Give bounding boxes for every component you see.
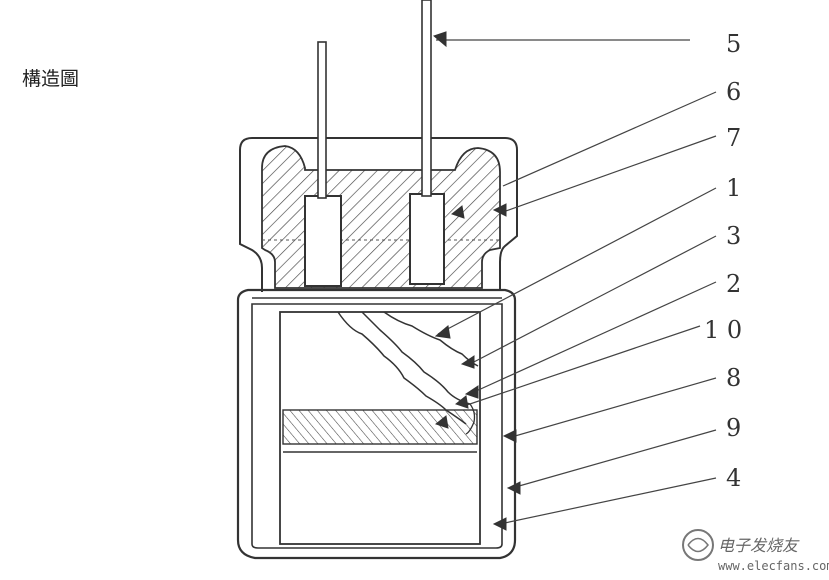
watermark-url: www.elecfans.com: [718, 559, 829, 573]
diagram-title: 構造圖: [22, 68, 80, 90]
watermark-logo-icon: [682, 529, 714, 561]
callout-4: 4: [726, 464, 741, 492]
leader-lines: [436, 39, 717, 525]
callout-2: 2: [726, 270, 741, 298]
foil-layer-3: [383, 311, 479, 367]
callout-6: 6: [726, 78, 741, 106]
capacitor-element: [279, 311, 481, 545]
callout-5: 5: [726, 30, 741, 58]
terminal-tab-right: [409, 193, 445, 285]
callout-1: 1: [726, 174, 741, 202]
callout-3: 3: [726, 222, 741, 250]
callout-7: 7: [726, 124, 741, 152]
watermark: 电子发烧友 www.elecfans.com: [682, 529, 829, 573]
foil-layer-4: [465, 403, 476, 435]
watermark-brand: 电子发烧友: [718, 536, 800, 555]
lead-wire-left: [317, 41, 327, 199]
callout-8: 8: [726, 364, 741, 392]
terminal-tab-left: [304, 195, 342, 287]
foil-layer-2: [361, 311, 471, 405]
can-body: [236, 288, 517, 560]
callout-10: 1 0: [704, 316, 742, 344]
outer-case: [239, 137, 518, 292]
arrowheads: [432, 31, 521, 531]
can-inner-wall: [251, 303, 503, 549]
foil-layer-1: [337, 311, 467, 425]
lead-wire-right: [421, 0, 432, 197]
callout-9: 9: [726, 414, 741, 442]
